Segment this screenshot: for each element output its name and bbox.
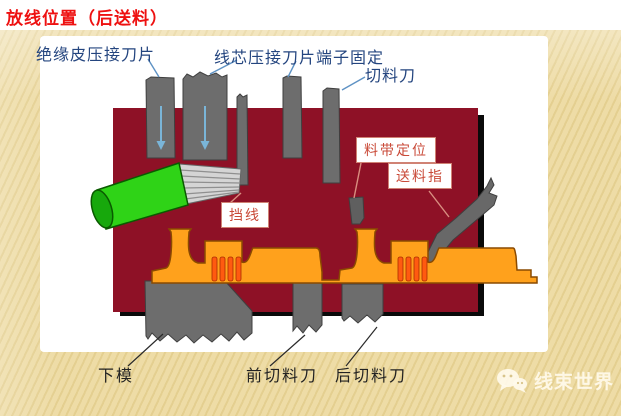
- watermark: 线束世界: [496, 367, 614, 394]
- page-title: 放线位置（后送料）: [6, 9, 168, 28]
- strip-positioning-block-shape: [348, 196, 365, 225]
- label-strip-positioning: 料带定位: [356, 137, 436, 163]
- lower-die-shape: [144, 280, 253, 344]
- wechat-bubbles-icon: [497, 368, 527, 393]
- label-rear-cutting-blade: 后切料刀: [335, 368, 408, 385]
- terminal-strip-shape: [151, 228, 538, 284]
- front-cutting-blade-shape: [292, 282, 323, 334]
- rear-cutting-blade-shape: [341, 283, 384, 324]
- cutting-blade-shape: [322, 87, 341, 184]
- label-feeding-finger: 送料指: [388, 163, 452, 189]
- label-lower-die: 下模: [98, 368, 135, 385]
- label-core-crimp-blade-terminal-fix: 线芯压接刀片端子固定: [214, 50, 385, 67]
- label-front-cutting-blade: 前切料刀: [246, 368, 319, 385]
- press-direction-arrows: [156, 106, 210, 150]
- label-insulation-crimp-blade: 绝缘皮压接刀片: [36, 47, 156, 64]
- blue-leader-lines: [147, 58, 366, 91]
- label-wire-stop: 挡线: [221, 202, 269, 228]
- pink-leader-lines: [229, 162, 450, 218]
- terminal-fix-blade-shape: [282, 75, 303, 159]
- watermark-text: 线束世界: [534, 372, 615, 393]
- wire-core-strand-lines: [179, 169, 241, 200]
- label-cutting-blade: 切料刀: [365, 68, 417, 85]
- wire-end-cap: [90, 189, 114, 229]
- black-leader-lines: [127, 326, 378, 367]
- crimp-prongs: [211, 256, 428, 282]
